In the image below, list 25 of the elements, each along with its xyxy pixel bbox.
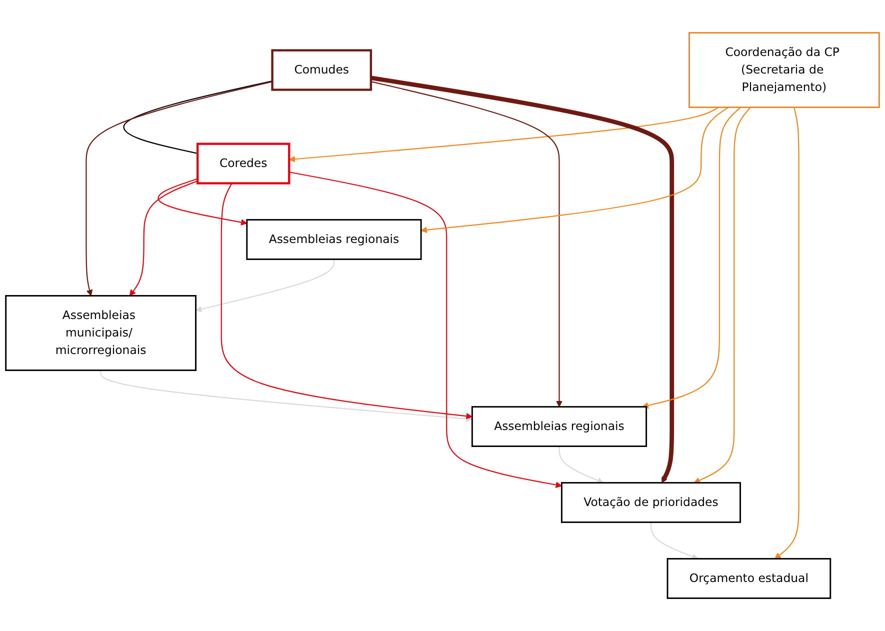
node-box: Coordenação da CP (Secretaria de Planejamento) (688, 32, 880, 108)
arrow (158, 178, 248, 226)
arrow (650, 522, 698, 560)
node-box: Assembleias regionais (471, 406, 648, 447)
arrow (220, 183, 472, 420)
node-box: Votação de prioridades (560, 482, 741, 523)
arrow (370, 76, 674, 484)
arrow (289, 172, 562, 488)
arrow (195, 259, 335, 312)
connector (123, 80, 272, 154)
arrow (558, 446, 604, 484)
arrow (370, 81, 562, 408)
arrow (420, 106, 729, 234)
node-box: Comudes (271, 49, 372, 91)
arrow (774, 107, 800, 560)
arrow (129, 180, 198, 296)
arrow (86, 81, 272, 296)
arrow (288, 106, 719, 162)
arrow (100, 370, 472, 422)
node-box: Assembleias municipais/ microrregionais (5, 295, 196, 372)
arrow (694, 106, 751, 484)
arrow (642, 106, 742, 409)
node-box: Coredes (196, 142, 290, 184)
node-box: Orçamento estadual (666, 558, 832, 599)
node-box: Assembleias regionais (246, 219, 422, 260)
